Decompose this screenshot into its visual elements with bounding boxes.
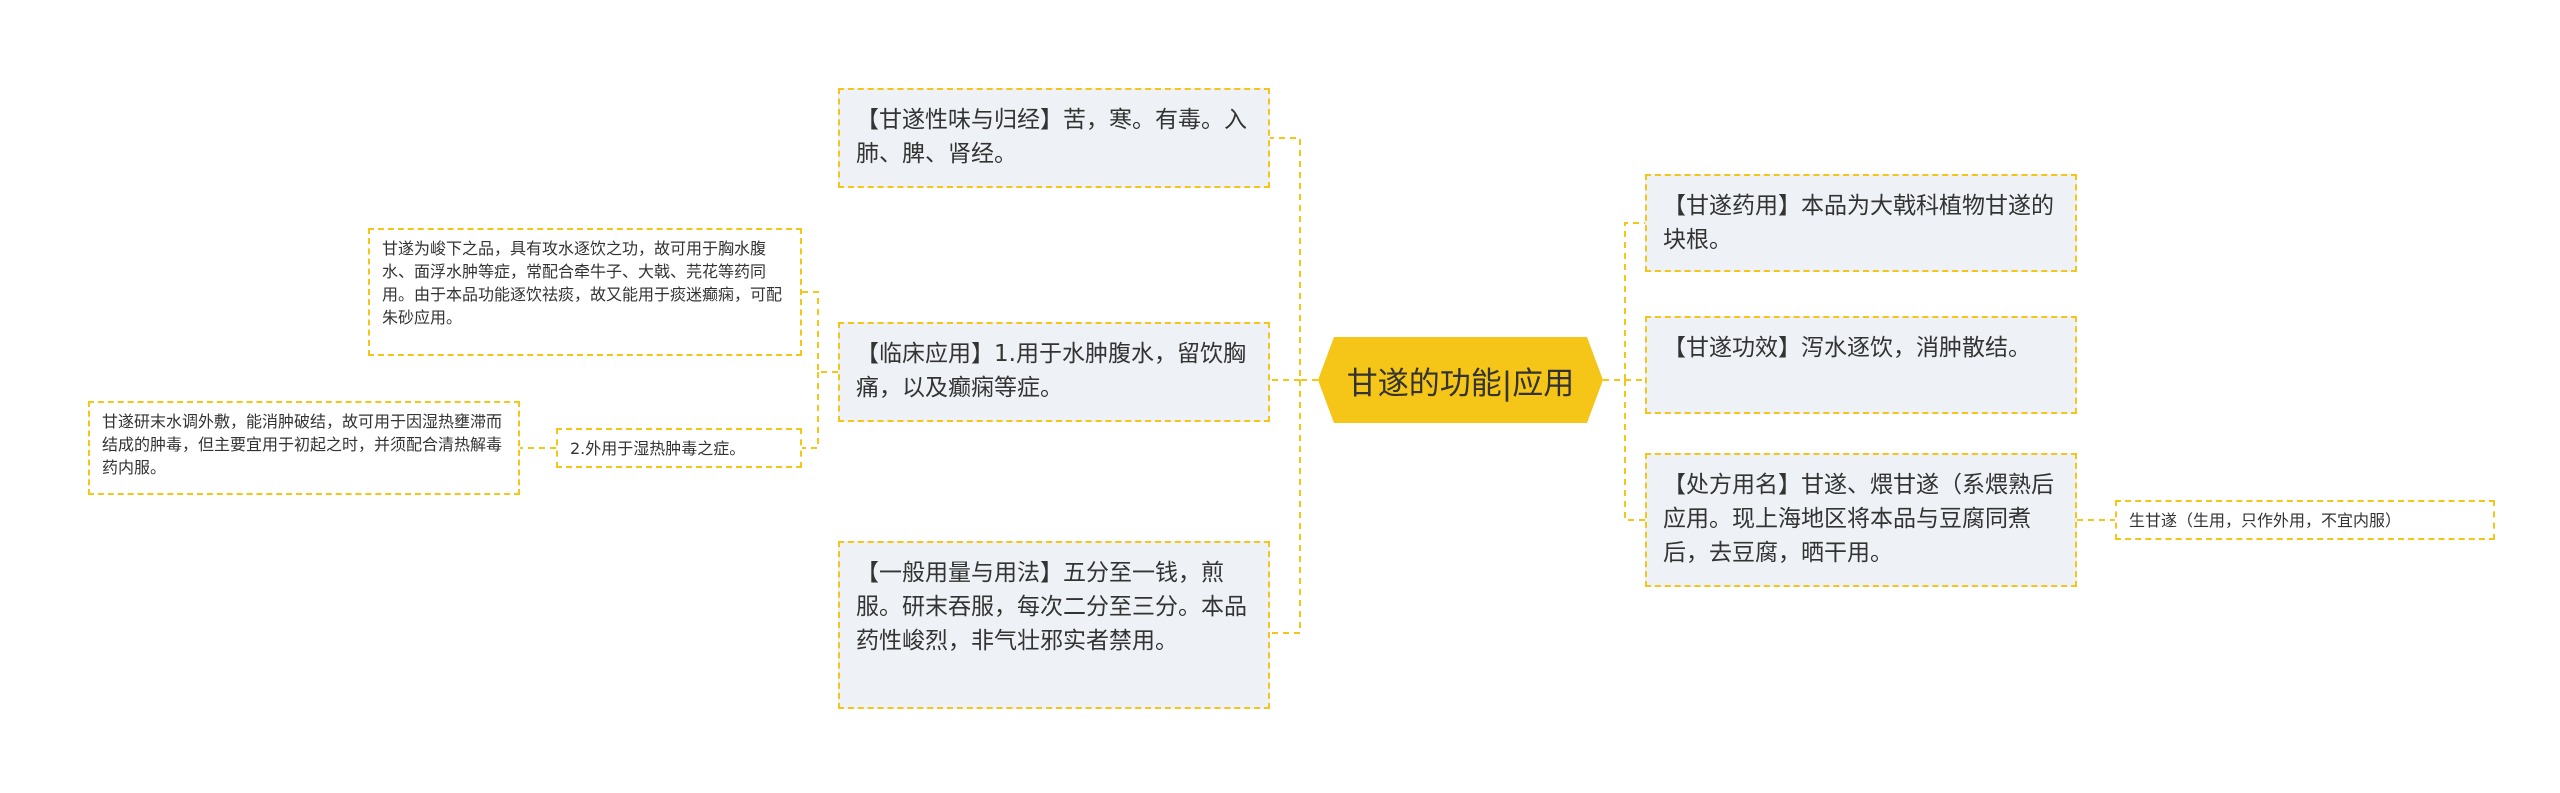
node-text: 甘遂为峻下之品，具有攻水逐饮之功，故可用于胸水腹水、面浮水肿等症，常配合牵牛子、…	[382, 239, 783, 327]
node-text: 【处方用名】甘遂、煨甘遂（系煨熟后应用。现上海地区将本品与豆腐同煮后，去豆腐，晒…	[1663, 472, 2054, 566]
node-clinical-application[interactable]: 【临床应用】1.用于水肿腹水，留饮胸痛，以及癫痫等症。	[838, 322, 1270, 422]
node-gansui-medicinal[interactable]: 【甘遂药用】本品为大戟科植物甘遂的块根。	[1645, 174, 2077, 272]
central-topic-label: 甘遂的功能|应用	[1346, 365, 1575, 402]
node-text: 【临床应用】1.用于水肿腹水，留饮胸痛，以及癫痫等症。	[856, 341, 1246, 401]
node-text: 2.外用于湿热肿毒之症。	[570, 439, 746, 458]
node-gansui-efficacy[interactable]: 【甘遂功效】泻水逐饮，消肿散结。	[1645, 316, 2077, 414]
node-text: 【甘遂药用】本品为大戟科植物甘遂的块根。	[1663, 193, 2054, 253]
node-clinical-detail-1[interactable]: 甘遂为峻下之品，具有攻水逐饮之功，故可用于胸水腹水、面浮水肿等症，常配合牵牛子、…	[368, 228, 802, 356]
central-topic-shape	[1318, 337, 1603, 423]
central-topic[interactable]: 甘遂的功能|应用	[1318, 337, 1603, 423]
node-external-use-detail[interactable]: 甘遂研末水调外敷，能消肿破结，故可用于因湿热壅滞而结成的肿毒，但主要宜用于初起之…	[88, 401, 520, 495]
node-dosage-usage[interactable]: 【一般用量与用法】五分至一钱，煎服。研末吞服，每次二分至三分。本品药性峻烈，非气…	[838, 541, 1270, 709]
node-gansui-nature-meridian[interactable]: 【甘遂性味与归经】苦，寒。有毒。入肺、脾、肾经。	[838, 88, 1270, 188]
node-clinical-external-use[interactable]: 2.外用于湿热肿毒之症。	[556, 428, 802, 468]
node-raw-gansui[interactable]: 生甘遂（生用，只作外用，不宜内服）	[2115, 500, 2495, 540]
node-text: 甘遂研末水调外敷，能消肿破结，故可用于因湿热壅滞而结成的肿毒，但主要宜用于初起之…	[102, 412, 503, 477]
node-text: 【甘遂性味与归经】苦，寒。有毒。入肺、脾、肾经。	[856, 107, 1247, 167]
node-text: 生甘遂（生用，只作外用，不宜内服）	[2129, 511, 2402, 530]
node-text: 【甘遂功效】泻水逐饮，消肿散结。	[1663, 335, 2031, 361]
node-prescription-names[interactable]: 【处方用名】甘遂、煨甘遂（系煨熟后应用。现上海地区将本品与豆腐同煮后，去豆腐，晒…	[1645, 453, 2077, 587]
node-text: 【一般用量与用法】五分至一钱，煎服。研末吞服，每次二分至三分。本品药性峻烈，非气…	[856, 560, 1247, 654]
